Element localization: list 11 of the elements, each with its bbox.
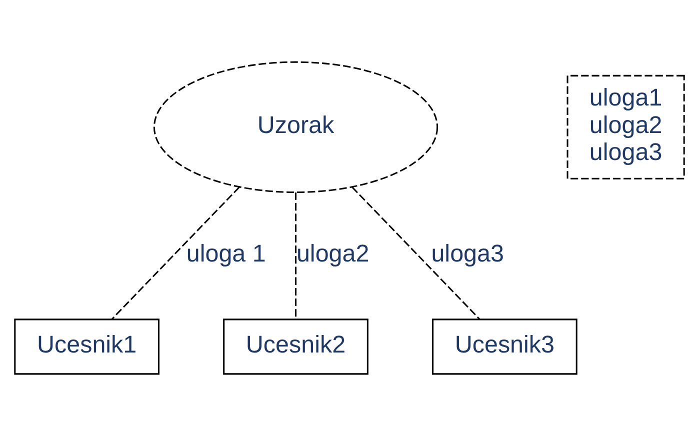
node-box: Ucesnik1 [14,318,160,374]
connector [111,186,240,320]
edge-label: uloga 1 [186,240,266,268]
connector [352,186,480,320]
node-box: Ucesnik3 [432,318,578,374]
connector [295,192,296,319]
node-box: Ucesnik2 [223,318,368,374]
node-box: uloga1 uloga2 uloga3 [566,74,685,179]
edge-label: uloga3 [431,240,504,268]
edge-label: uloga2 [296,240,370,268]
node-ellipse: Uzorak [153,60,438,193]
